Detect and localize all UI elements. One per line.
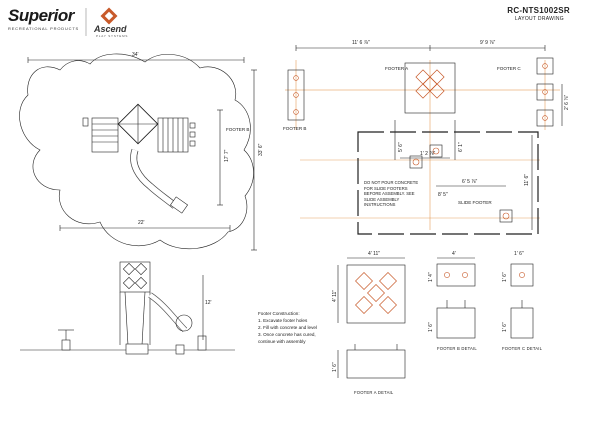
plan-view bbox=[19, 53, 257, 251]
elevation-view bbox=[20, 261, 235, 355]
partner-subtitle: PLAY SYSTEMS bbox=[96, 34, 129, 38]
footer-a-label: FOOTER A bbox=[385, 66, 409, 71]
detail-b-depth: 1' 6" bbox=[428, 322, 434, 332]
plan-width-top: 34' bbox=[132, 52, 139, 58]
footer-b-label: FOOTER B bbox=[226, 127, 250, 132]
detail-c-depth: 1' 6" bbox=[502, 322, 508, 332]
detail-a-depth: 1' 6" bbox=[332, 362, 338, 372]
slide-area-box bbox=[357, 131, 539, 235]
partner-logo: Ascend bbox=[94, 24, 127, 34]
dim-i: 11' 6" bbox=[524, 173, 530, 186]
dim-d: 5' 6" bbox=[398, 142, 404, 152]
detail-b-height: 1' 4" bbox=[428, 272, 434, 282]
footer-b-plan bbox=[287, 69, 305, 121]
brand-logo: Superior bbox=[8, 6, 74, 25]
footer-b-detail bbox=[436, 257, 476, 339]
dim-g: 6' 5 ⅞" bbox=[462, 179, 478, 185]
caption-footer-a: FOOTER A DETAIL bbox=[354, 390, 394, 395]
footer-b-label-layout: FOOTER B bbox=[283, 126, 307, 131]
slide-note: DO NOT POUR CONCRETE FOR SLIDE FOOTERS B… bbox=[364, 180, 419, 208]
footer-c-plan bbox=[536, 57, 554, 75]
safety-zone-outline bbox=[19, 53, 254, 250]
footer-a-plan bbox=[404, 62, 456, 114]
brand-subtitle: RECREATIONAL PRODUCTS bbox=[8, 26, 80, 31]
dim-h: 8' 5" bbox=[438, 192, 448, 198]
ascend-mark-icon bbox=[100, 7, 118, 25]
dim-f: 1' 2 ⅞" bbox=[420, 151, 436, 157]
footer-c-label: FOOTER C bbox=[497, 66, 521, 71]
footer-c-detail bbox=[510, 263, 534, 339]
detail-c-height: 1' 6" bbox=[502, 272, 508, 282]
product-code: RC-NTS1002SR bbox=[507, 6, 570, 15]
footer-construction: Footer Construction: 1. Excavate footer … bbox=[258, 311, 317, 344]
elevation-height: 12' bbox=[205, 300, 212, 306]
dim-b: 9' 9 ⅞" bbox=[480, 40, 496, 46]
caption-footer-c: FOOTER C DETAIL bbox=[502, 346, 543, 351]
layout-drawing bbox=[285, 45, 563, 235]
dim-a: 11' 6 ⅞" bbox=[352, 40, 370, 46]
dim-c: 2' 6 ⅞" bbox=[564, 94, 570, 110]
plan-height-inner: 17' 7" bbox=[224, 149, 230, 162]
plan-width-bottom: 22' bbox=[138, 220, 145, 226]
dim-e: 6' 1" bbox=[458, 142, 464, 152]
caption-footer-b: FOOTER B DETAIL bbox=[437, 346, 477, 351]
detail-b-width: 4' bbox=[452, 251, 456, 257]
plan-height-right: 33' 6" bbox=[258, 143, 264, 156]
detail-c-width: 1' 6" bbox=[514, 251, 524, 257]
detail-a-width: 4' 11" bbox=[368, 251, 381, 257]
slide-footer-label: SLIDE FOOTER bbox=[458, 200, 492, 205]
detail-a-height: 4' 11" bbox=[332, 289, 338, 302]
footer-a-detail bbox=[337, 257, 406, 379]
drawing-title: LAYOUT DRAWING bbox=[514, 16, 564, 22]
